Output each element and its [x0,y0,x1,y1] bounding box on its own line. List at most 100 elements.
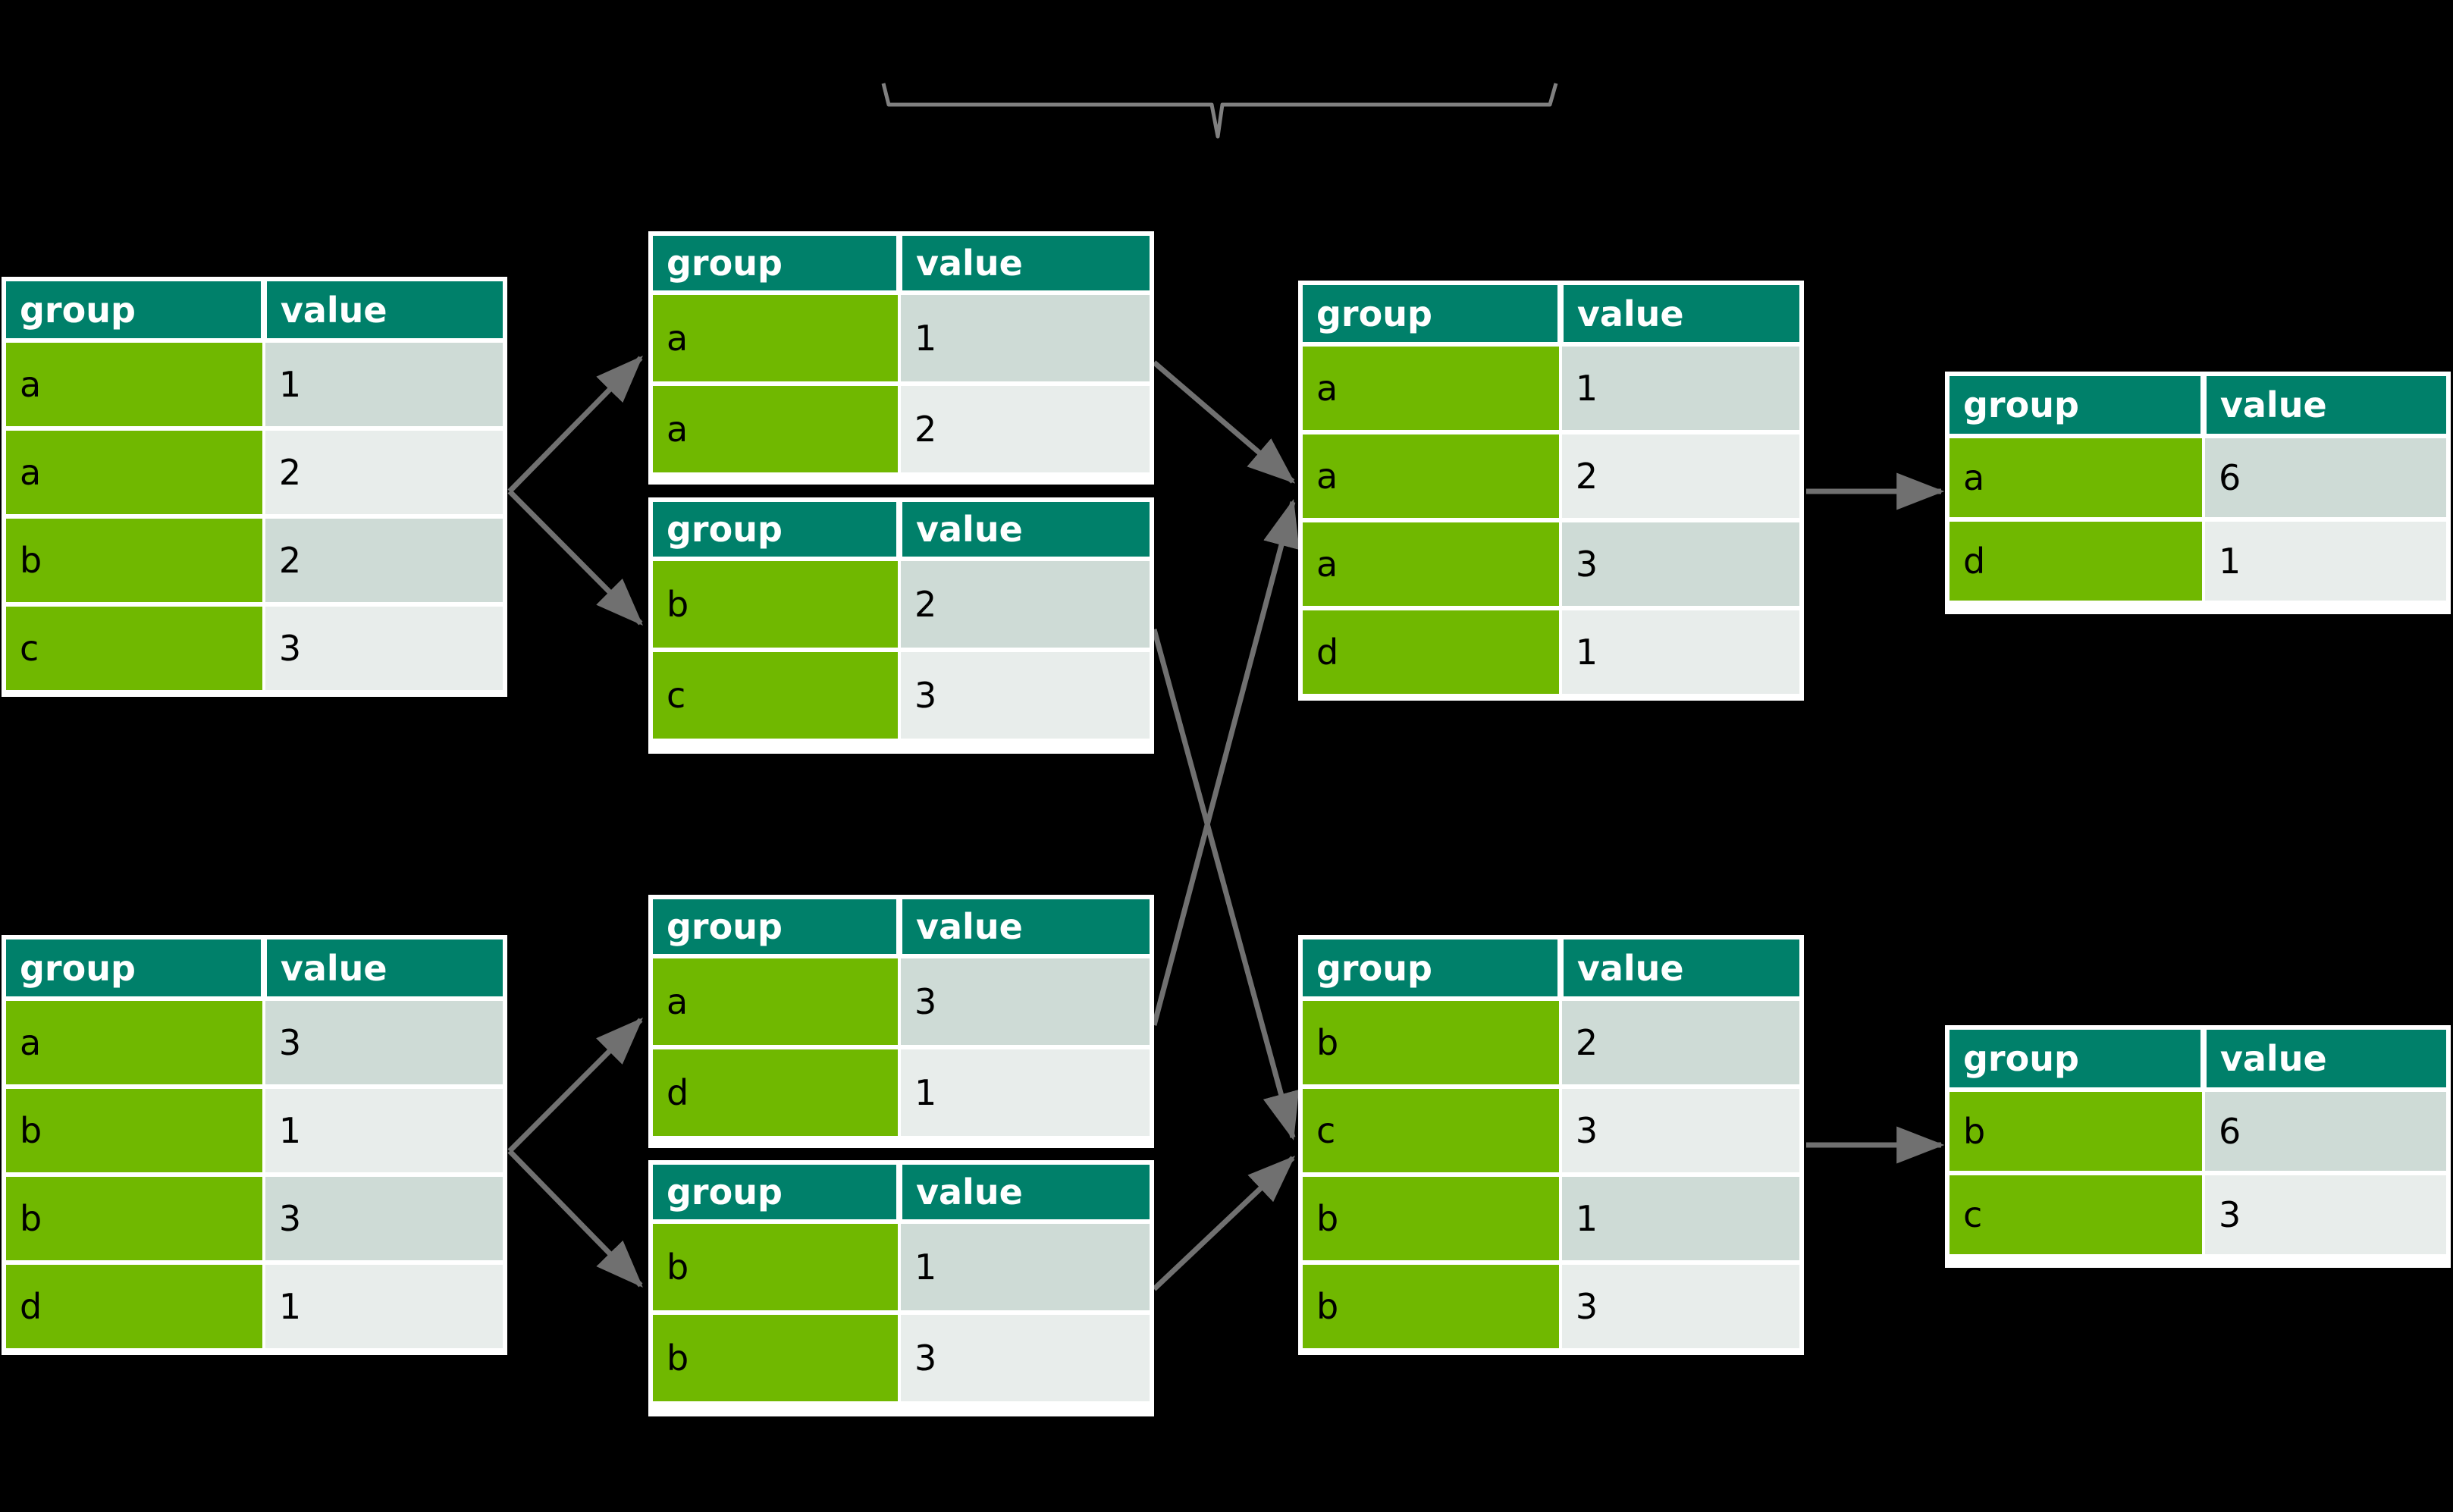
arrow-input-bottom-to-split-bottom-b [507,1149,643,1288]
cell-value: 1 [901,1224,1150,1310]
cell-group: d [1950,522,2202,601]
cell-value: 3 [1561,522,1799,606]
cell-value: 1 [1561,347,1799,430]
column-header-group: group [6,281,261,338]
cell-group: b [6,1089,262,1172]
cell-value: 3 [901,652,1150,739]
cell-value: 2 [1561,434,1799,518]
cell-group: a [1303,347,1559,430]
cell-group: b [653,1224,899,1310]
cell-group: a [1303,522,1559,606]
cell-value: 3 [901,1315,1150,1401]
cell-value: 3 [901,958,1150,1045]
column-header-group: group [653,236,897,290]
cell-group: b [1303,1177,1559,1260]
column-header-value: value [902,502,1150,557]
column-header-group: group [1303,285,1557,342]
cell-value: 3 [1561,1089,1799,1172]
cell-group: c [653,652,899,739]
column-header-value: value [902,899,1150,954]
arrow-input-top-to-split-top-b [507,489,643,626]
cell-group: a [6,431,262,514]
column-header-group: group [653,899,897,954]
cell-group: a [653,295,899,381]
cell-group: d [653,1049,899,1136]
cell-group: c [6,607,262,690]
column-header-group: group [1950,1030,2200,1087]
cell-value: 2 [1561,1001,1799,1084]
cell-group: d [6,1265,262,1348]
column-header-value: value [902,1165,1150,1219]
cell-value: 1 [1561,1177,1799,1260]
cell-group: a [653,386,899,472]
cell-group: b [1950,1092,2202,1171]
cell-value: 3 [2204,1175,2446,1254]
cell-value: 6 [2204,1092,2446,1171]
cell-group: a [1303,434,1559,518]
column-header-value: value [266,281,503,338]
cell-value: 1 [1561,610,1799,694]
cell-value: 3 [1561,1265,1799,1348]
cell-group: a [6,1001,262,1084]
cell-group: b [6,1177,262,1260]
cell-value: 1 [2204,522,2446,601]
cell-value: 3 [265,607,503,690]
cell-group: b [1303,1265,1559,1348]
cell-group: c [1950,1175,2202,1254]
column-header-group: group [1950,376,2200,434]
column-header-value: value [2206,1030,2446,1087]
arrow-input-bottom-to-split-bottom-a [507,1018,643,1153]
column-header-group: group [653,502,897,557]
cell-value: 1 [265,1089,503,1172]
column-header-value: value [266,940,503,996]
column-header-group: group [653,1165,897,1219]
column-header-value: value [1563,940,1799,996]
cell-value: 1 [901,1049,1150,1136]
cell-value: 1 [265,1265,503,1348]
column-header-group: group [6,940,261,996]
arrow-split-top-b-to-combine-bottom [1151,629,1300,1141]
arrow-split-top-a-to-combine-top [1152,360,1296,484]
cell-value: 1 [901,295,1150,381]
arrow-split-bottom-b-to-combine-bottom [1152,1156,1296,1291]
arrow-split-bottom-a-to-combine-top [1151,498,1300,1026]
cell-group: d [1303,610,1559,694]
